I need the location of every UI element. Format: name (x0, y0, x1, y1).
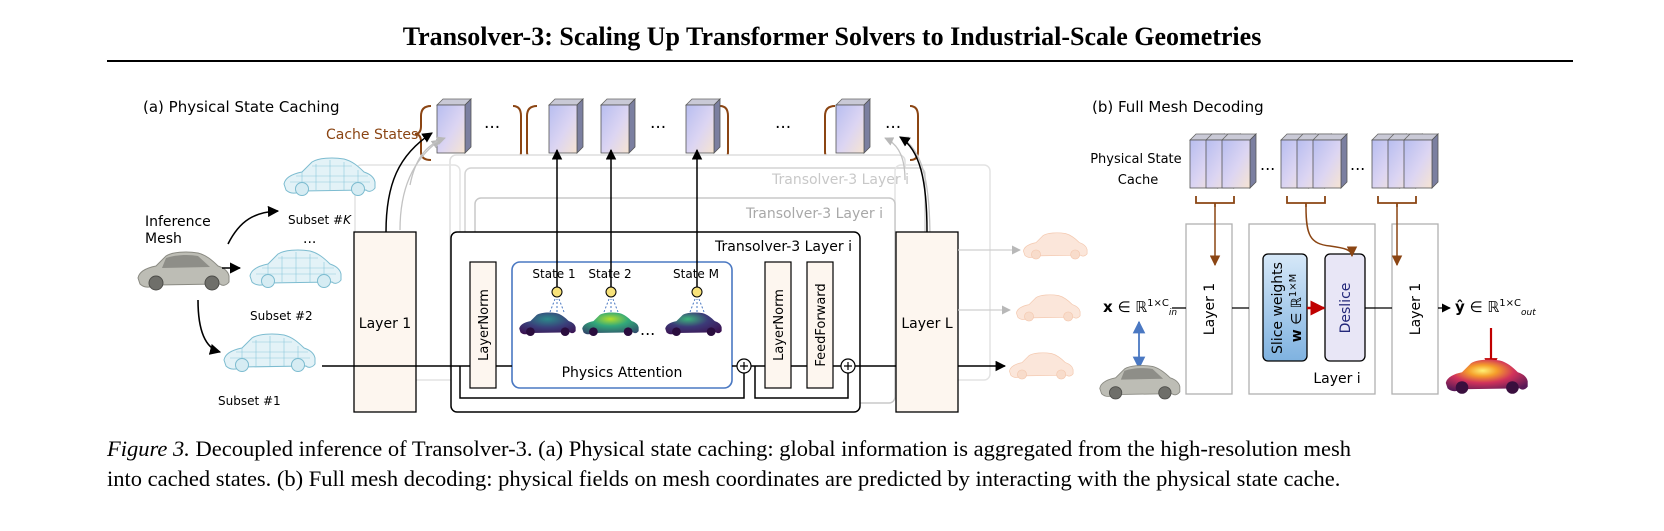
query-car-icon (1099, 365, 1181, 400)
arrow (899, 136, 928, 233)
output-car-icon (1009, 352, 1074, 380)
slice-weights-formula: w ∈ ℝ1×M (1288, 274, 1305, 343)
layer-l-label: Layer L (901, 316, 952, 332)
mesh-subset-car-icon (283, 157, 376, 196)
mesh-subset-car-icon (249, 249, 342, 288)
layer-1-label: Layer 1 (359, 316, 411, 332)
cache-cube-icon (685, 98, 721, 154)
subset-2-label: Subset #2 (250, 309, 313, 323)
cache-ellipsis: ... (650, 113, 666, 133)
caption-line-2: into cached states. (b) Full mesh decodi… (107, 466, 1341, 491)
cache-stack-icon (1371, 133, 1439, 189)
layer-l-block (895, 231, 959, 413)
layer-1-label: Layer 1 (1408, 283, 1424, 335)
ghost-layer-label: Transolver-3 Layer i (745, 206, 883, 222)
cache-ellipsis: ... (775, 113, 791, 133)
layer-1-block (1391, 223, 1439, 395)
caption-text: Decoupled inference of Transolver-3. (a)… (189, 436, 1351, 461)
cache-arrows (1209, 206, 1403, 267)
layer-i-label: Layer i (1313, 371, 1360, 387)
slice-weights-label: Slice weights (1270, 262, 1286, 354)
subset-1-label: Subset #1 (218, 394, 281, 408)
panel-b-label: (b) Full Mesh Decoding (1092, 98, 1264, 116)
plus-icon (844, 362, 852, 370)
inference-car-icon (137, 251, 230, 291)
cache-ellipsis: ... (1260, 155, 1275, 174)
feedforward-label: FeedForward (814, 283, 829, 366)
ghost-output-arrows (958, 245, 1021, 315)
figure-label: Figure 3. (107, 436, 190, 461)
cache-stack-icon (1189, 133, 1257, 189)
cache-cube-icon (548, 98, 584, 154)
ghost-layer-label: Transolver-3 Layer i (771, 172, 909, 188)
data-flow (322, 360, 1007, 399)
mesh-subset-car-icon (223, 333, 316, 372)
panel-a-label: (a) Physical State Caching (143, 98, 340, 116)
layernorm-block (469, 261, 497, 389)
layer-1-label: Layer 1 (1202, 283, 1218, 335)
cache-brackets (1195, 196, 1417, 207)
layernorm-label: LayerNorm (477, 289, 492, 361)
layer-1-block (1185, 223, 1233, 395)
state-1-label: State 1 (532, 267, 575, 281)
state-2-label: State 2 (588, 267, 631, 281)
cache-cube-icon (600, 98, 636, 154)
plus-icon (740, 362, 748, 370)
physical-state-cache-label: Physical State Cache (1090, 152, 1186, 188)
feedforward-block (806, 261, 834, 389)
title-rule (107, 60, 1573, 62)
inference-mesh-label: Inference Mesh (145, 214, 215, 247)
layernorm-block (764, 261, 792, 389)
attention-car-icon (665, 312, 722, 337)
x-input-formula: x ∈ ℝ1×Cin (1103, 298, 1177, 318)
cache-cube-icon (835, 98, 871, 154)
arrow (227, 205, 280, 245)
layernorm-label: LayerNorm (772, 289, 787, 361)
cache-stack-icon (1280, 133, 1348, 189)
attention-ellipsis: ... (640, 320, 655, 339)
deslice-label: Deslice (1338, 283, 1354, 334)
layer-1-block (353, 231, 417, 413)
y-output-formula: ŷ ∈ ℝ1×Cout (1455, 298, 1536, 318)
cache-ellipsis: ... (885, 113, 901, 133)
cache-cube-icon (436, 98, 472, 154)
output-car-icon (1023, 232, 1088, 260)
page-title: Transolver-3: Scaling Up Transformer Sol… (402, 22, 1262, 51)
state-arrows (551, 148, 703, 287)
cache-ellipsis: ... (484, 113, 500, 133)
output-car-icon (1016, 294, 1081, 322)
attention-car-icon (519, 312, 576, 337)
subset-ellipsis: ... (303, 231, 316, 247)
cache-ellipsis: ... (1350, 155, 1365, 174)
predicted-field-car-icon (1445, 359, 1528, 394)
physics-attention-label: Physics Attention (562, 365, 683, 381)
attention-car-icon (582, 312, 639, 337)
arrow (197, 299, 222, 355)
cache-states-label: Cache States (326, 127, 418, 143)
arrow (385, 132, 433, 233)
subset-k-label: Subset #K (288, 213, 352, 227)
caption-line-1: Figure 3. Decoupled inference of Transol… (107, 436, 1577, 462)
state-m-label: State M (673, 267, 719, 281)
transolver-layer-label: Transolver-3 Layer i (714, 239, 852, 255)
